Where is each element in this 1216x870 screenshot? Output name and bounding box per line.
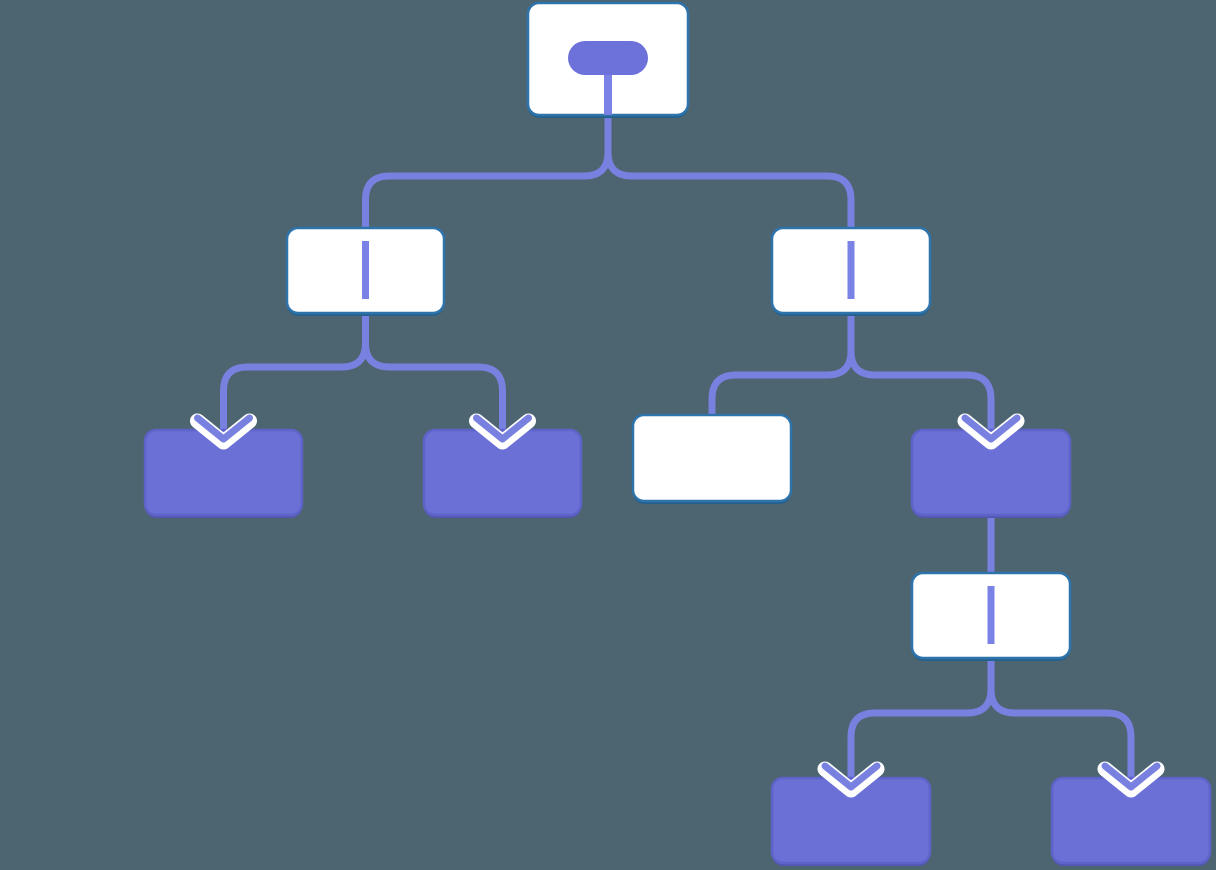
node-body: [422, 428, 583, 517]
edge-root-to-branch-left[interactable]: [362, 115, 612, 230]
edge-branch-right-to-leaf-4[interactable]: [847, 313, 995, 439]
vertical-line-icon: [362, 241, 369, 299]
node-leaf-4[interactable]: [910, 428, 1072, 518]
node-leaf-1[interactable]: [143, 428, 304, 518]
node-body: [910, 428, 1072, 517]
pill-root-icon: [568, 41, 648, 75]
nodes-layer: [143, 1, 1212, 866]
double-chevron-down-icon: [473, 414, 532, 443]
node-leaf-3-plain[interactable]: [631, 413, 793, 504]
node-leaf-5[interactable]: [770, 776, 932, 866]
node-body: [143, 428, 304, 517]
double-chevron-down-icon: [821, 762, 881, 791]
double-chevron-down-icon: [194, 414, 253, 443]
edge-branch-right-to-leaf-3-plain[interactable]: [708, 313, 855, 417]
edge-branch-lower-to-leaf-6[interactable]: [987, 658, 1135, 787]
markers-layer: [190, 413, 1165, 798]
node-branch-left[interactable]: [285, 226, 446, 316]
node-body: [631, 413, 793, 503]
node-body: [1050, 776, 1212, 865]
node-leaf-2[interactable]: [422, 428, 583, 518]
node-branch-lower[interactable]: [910, 571, 1072, 661]
double-chevron-down-icon: [1101, 762, 1161, 791]
node-root[interactable]: [526, 1, 690, 118]
vertical-line-icon: [987, 586, 995, 644]
edge-root-to-branch-right[interactable]: [604, 115, 855, 230]
node-leaf-6[interactable]: [1050, 776, 1212, 866]
edge-branch-left-to-leaf-2[interactable]: [362, 313, 506, 439]
node-branch-right[interactable]: [770, 226, 932, 316]
node-body: [770, 776, 932, 865]
vertical-line-icon: [847, 241, 855, 299]
pill-stem: [604, 71, 612, 115]
double-chevron-down-icon: [961, 414, 1021, 443]
edges-layer: [220, 115, 1135, 787]
